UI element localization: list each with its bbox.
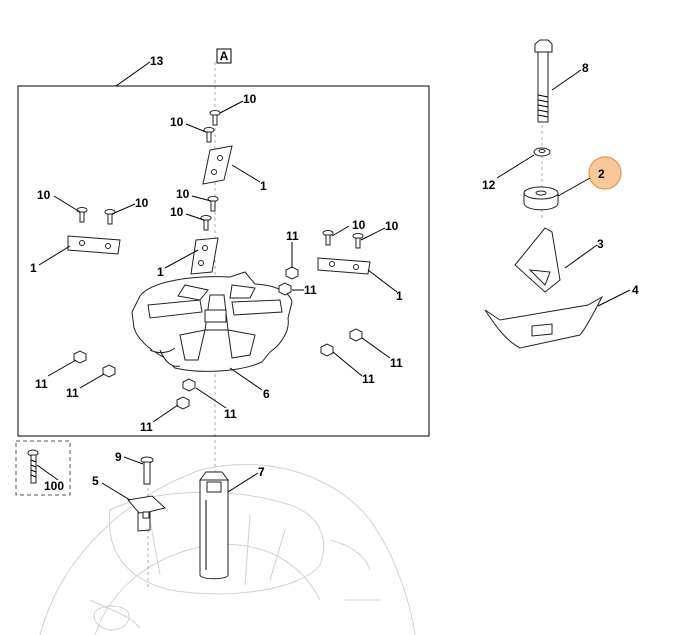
callout-2[interactable]: 2 (598, 167, 605, 181)
callout-11[interactable]: 11 (362, 372, 375, 386)
callout-4[interactable]: 4 (632, 283, 639, 297)
assembly-frame (17, 85, 430, 437)
callout-12[interactable]: 12 (482, 178, 496, 192)
blade-clip-3[interactable] (514, 227, 561, 293)
callout-10[interactable]: 10 (243, 92, 257, 106)
drive-shaft[interactable] (199, 471, 229, 580)
screw-10-g[interactable] (322, 230, 334, 246)
callout-10[interactable]: 10 (352, 218, 366, 232)
blade-plate-top[interactable] (202, 145, 233, 185)
nut-11-f[interactable] (320, 343, 334, 357)
callout-10[interactable]: 10 (170, 115, 184, 129)
screw-9[interactable] (140, 456, 154, 485)
view-marker[interactable]: A (216, 48, 232, 64)
callout-1[interactable]: 1 (396, 289, 403, 303)
nut-11-b[interactable] (278, 282, 292, 296)
view-marker-label: A (220, 49, 229, 63)
spacer-2[interactable] (523, 186, 559, 211)
callout-3[interactable]: 3 (597, 237, 604, 251)
screw-10-f[interactable] (104, 209, 116, 225)
callout-11[interactable]: 11 (66, 386, 79, 400)
washer-12[interactable] (533, 147, 551, 157)
screw-10-e[interactable] (76, 207, 88, 223)
highlight-marker (588, 156, 622, 190)
nut-11-e[interactable] (349, 328, 363, 342)
callout-8[interactable]: 8 (582, 61, 589, 75)
screw-10-b[interactable] (203, 127, 215, 143)
callout-10[interactable]: 10 (135, 196, 149, 210)
callout-11[interactable]: 11 (140, 420, 153, 434)
blade-carrier-disc[interactable] (131, 271, 293, 372)
callout-1[interactable]: 1 (30, 261, 37, 275)
bolt-8[interactable] (534, 39, 553, 123)
screw-10-d[interactable] (200, 215, 212, 231)
nut-11-g[interactable] (182, 378, 196, 392)
blade-plate-left[interactable] (67, 235, 121, 255)
callout-11[interactable]: 11 (304, 283, 317, 297)
nut-11-a[interactable] (285, 266, 299, 280)
callout-7[interactable]: 7 (258, 465, 265, 479)
callout-11[interactable]: 11 (390, 356, 403, 370)
screw-10-h[interactable] (352, 233, 364, 249)
callout-100[interactable]: 100 (44, 479, 64, 493)
bracket[interactable] (127, 495, 167, 532)
blade-plate-right[interactable] (317, 257, 371, 275)
callout-11[interactable]: 11 (35, 377, 48, 391)
callout-5[interactable]: 5 (92, 474, 99, 488)
callout-13[interactable]: 13 (150, 54, 164, 68)
callout-9[interactable]: 9 (115, 450, 122, 464)
nut-11-c[interactable] (73, 350, 87, 364)
screw-100[interactable] (27, 449, 39, 484)
callout-10[interactable]: 10 (176, 187, 190, 201)
screw-10-a[interactable] (209, 110, 221, 126)
callout-11[interactable]: 11 (224, 407, 237, 421)
nut-11-h[interactable] (176, 396, 190, 410)
screw-10-c[interactable] (207, 196, 219, 212)
callout-11[interactable]: 11 (286, 229, 299, 243)
optional-part-box (15, 440, 71, 496)
callout-labels: 13 10 10 1 10 10 1 10 10 1 10 10 1 11 11… (30, 54, 639, 493)
blade-plate-middle[interactable] (190, 237, 219, 275)
callout-1[interactable]: 1 (260, 179, 267, 193)
leader-lines (36, 61, 631, 501)
blade-4[interactable] (484, 295, 604, 349)
callout-10[interactable]: 10 (170, 205, 184, 219)
callout-1[interactable]: 1 (157, 265, 164, 279)
callout-10[interactable]: 10 (385, 219, 399, 233)
callout-6[interactable]: 6 (263, 387, 270, 401)
nut-11-d[interactable] (102, 364, 116, 378)
callout-10[interactable]: 10 (37, 188, 51, 202)
